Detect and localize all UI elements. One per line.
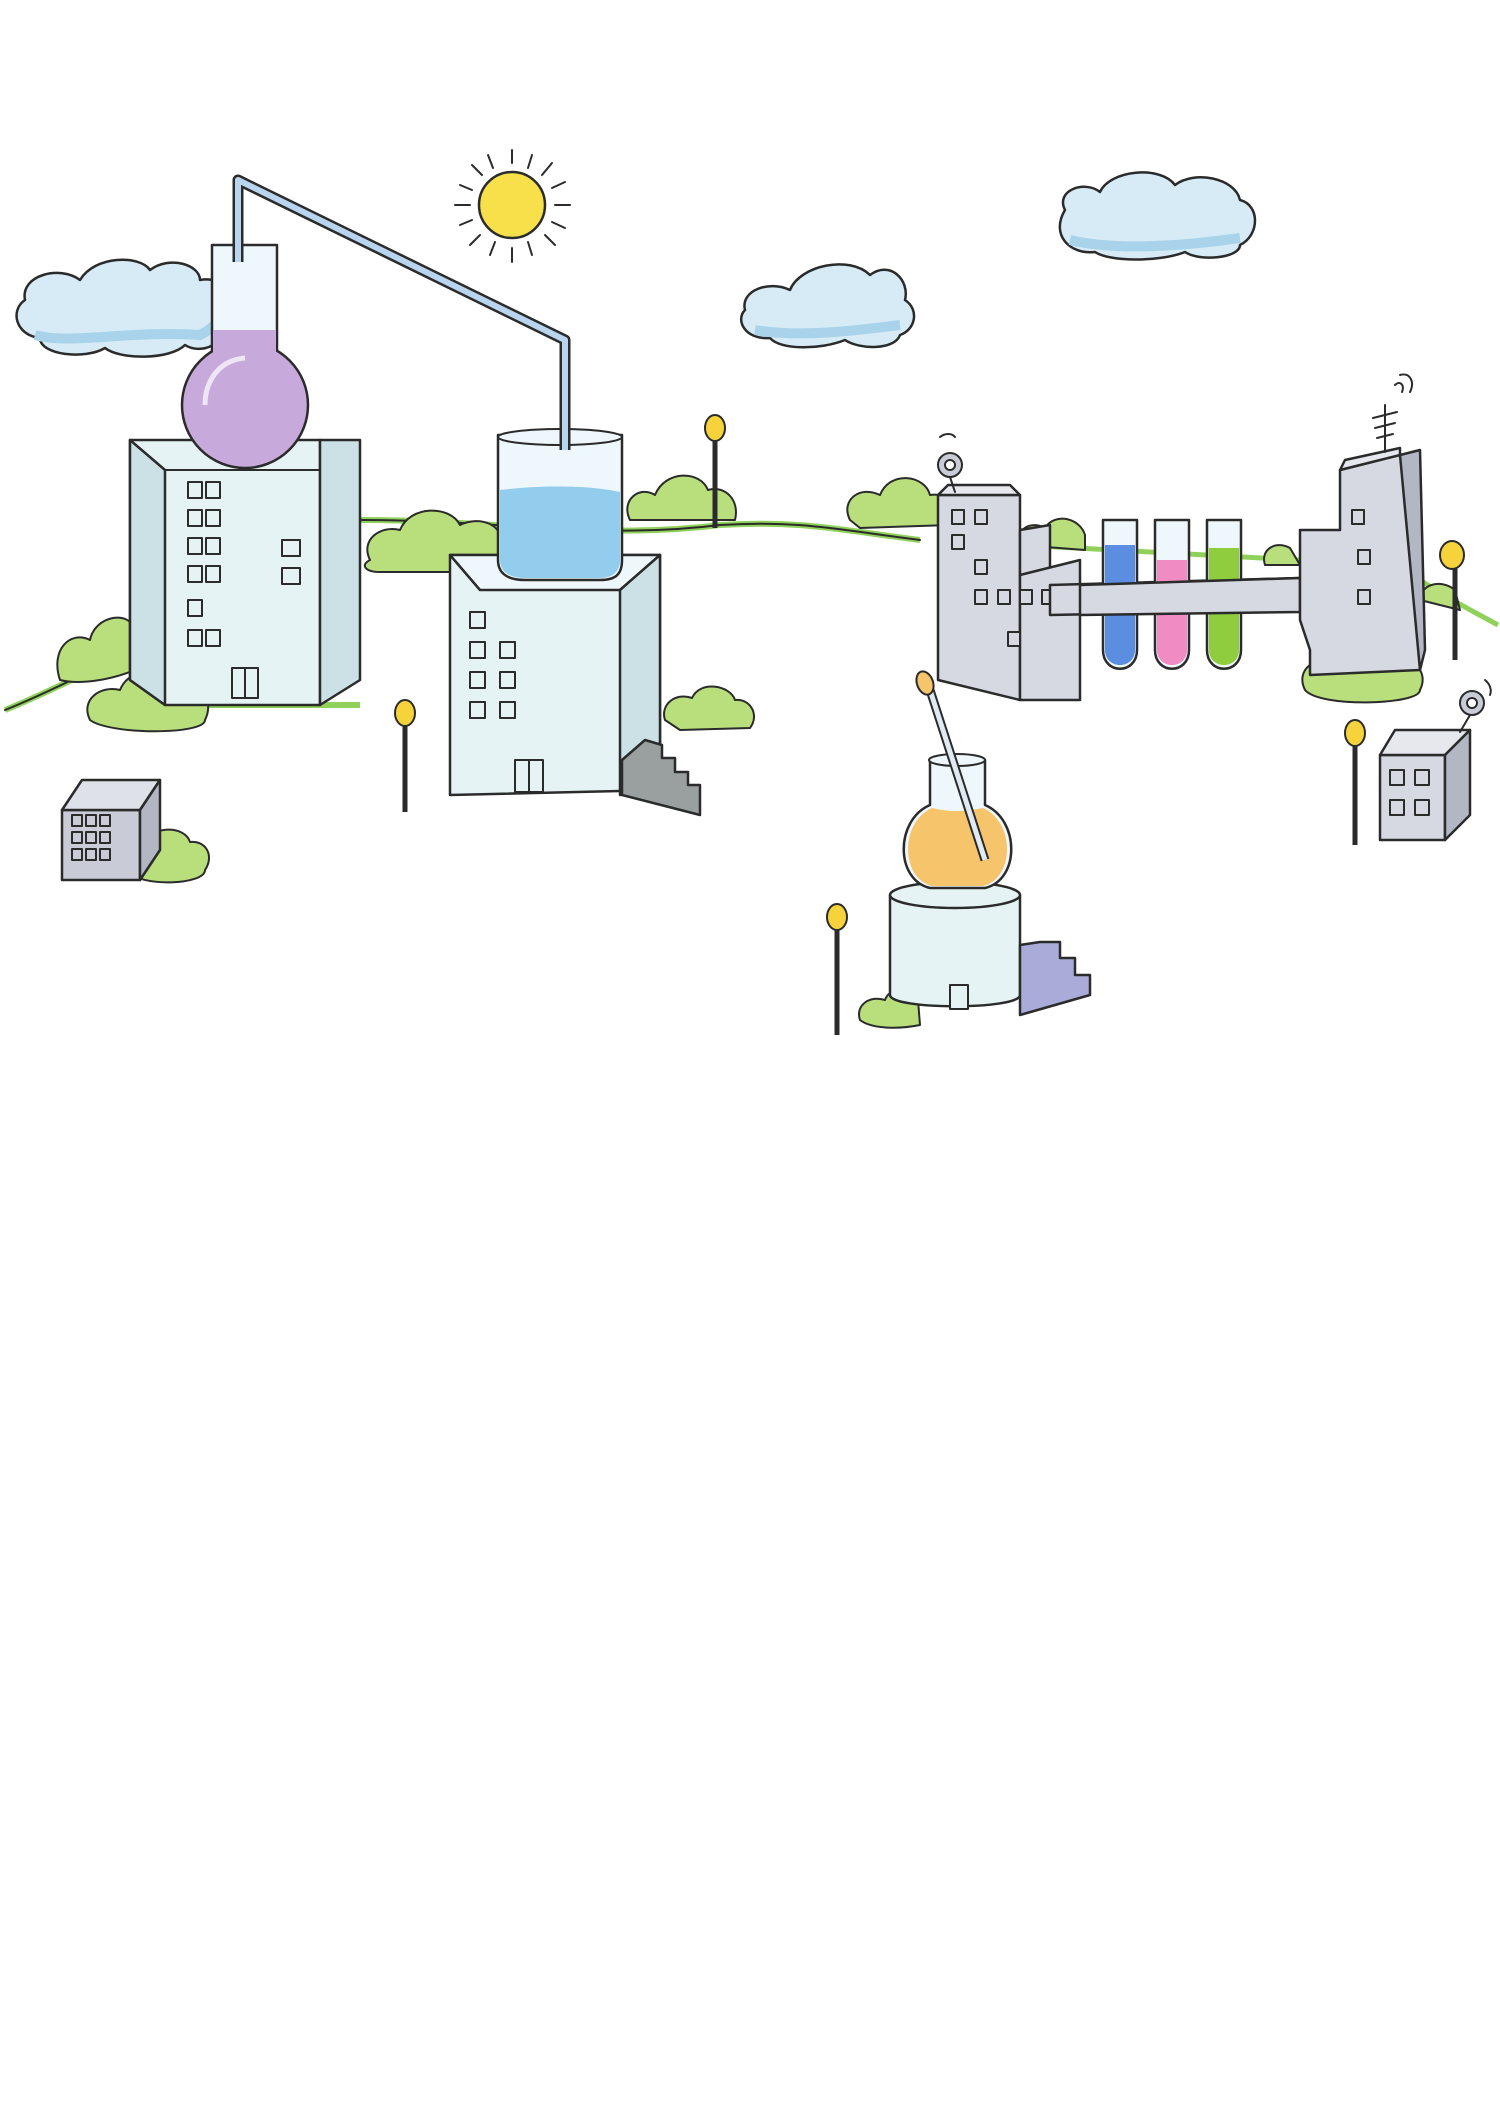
street-lamp-icon	[1344, 719, 1366, 845]
street-lamp-icon	[394, 699, 416, 812]
orange-flask-icon	[902, 670, 1013, 890]
cloud-icon	[1058, 171, 1257, 261]
door-icon	[949, 984, 969, 1010]
middle-building	[448, 553, 702, 817]
right-lab-right-building	[1298, 446, 1427, 677]
cloud-icon	[739, 263, 916, 349]
street-lamp-icon	[704, 414, 726, 528]
test-tube-rack-icon	[1078, 518, 1302, 670]
stairs	[620, 738, 702, 817]
stairs	[1018, 940, 1092, 1017]
sun-icon	[454, 149, 571, 263]
satellite-dish-icon	[1459, 679, 1492, 733]
round-flask-icon	[180, 243, 310, 470]
satellite-dish-icon	[937, 433, 963, 493]
bush-cluster	[56, 474, 1461, 1029]
street-lamp-icon	[826, 903, 848, 1035]
left-tall-building	[128, 438, 362, 707]
street-lamp-icon	[1439, 540, 1465, 660]
cloud-icon	[15, 258, 229, 358]
beaker-icon	[496, 350, 624, 582]
antenna-icon	[1372, 373, 1413, 453]
flask-base-building	[888, 880, 1092, 1017]
small-right-building	[1378, 728, 1472, 842]
small-gray-building	[60, 778, 162, 882]
